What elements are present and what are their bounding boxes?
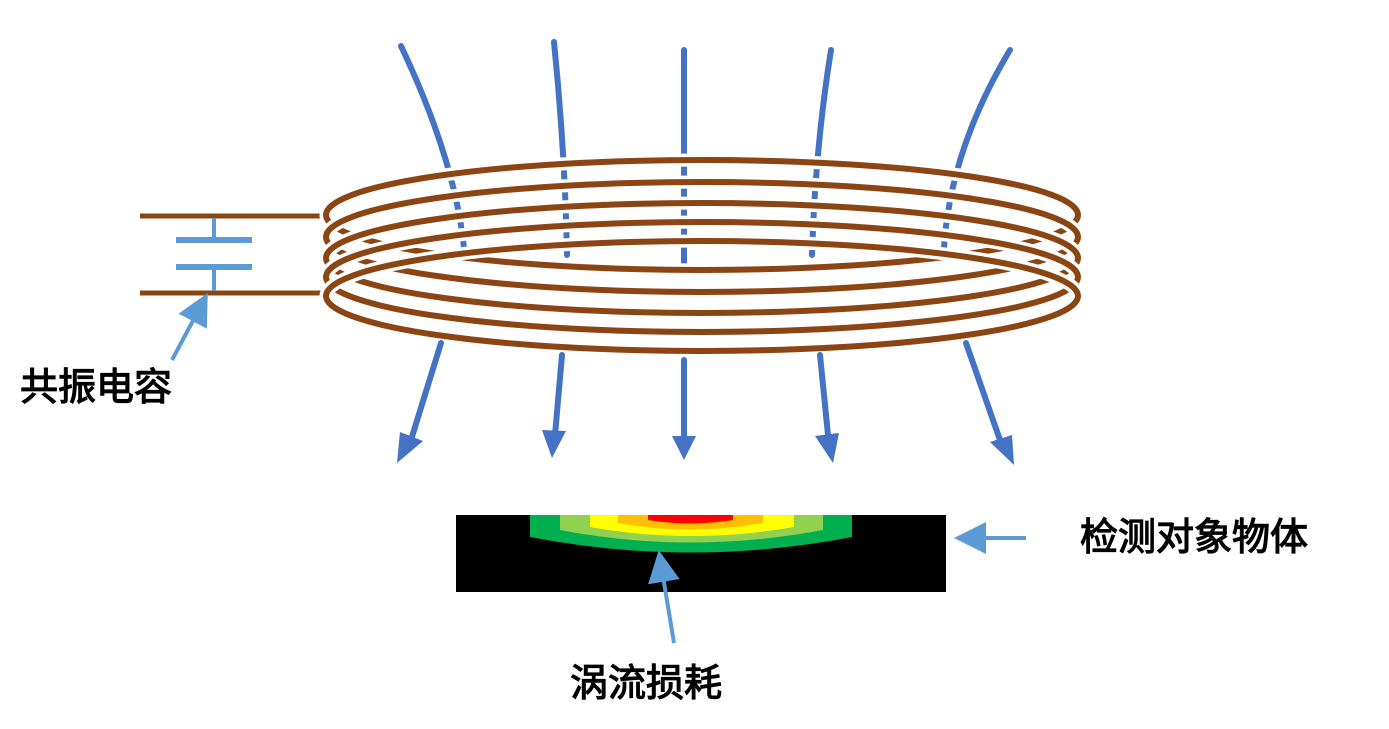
coil-winding-4 bbox=[323, 219, 1081, 335]
eddy-pointer-arrow bbox=[648, 550, 680, 644]
field-line-4-lower bbox=[817, 352, 831, 438]
field-arrowheads bbox=[397, 430, 1014, 465]
capacitor-icon bbox=[140, 213, 330, 296]
coil-winding-2 bbox=[323, 179, 1081, 295]
field-arrowhead-3 bbox=[672, 436, 696, 460]
pointer-arrows bbox=[170, 292, 1026, 644]
field-line-1-upper bbox=[398, 43, 467, 251]
coil-icon bbox=[319, 153, 1085, 358]
coil-winding-5 bbox=[323, 238, 1081, 354]
field-line-5-upper bbox=[941, 47, 1013, 251]
field-arrowhead-4 bbox=[815, 433, 839, 463]
field-line-5-lower bbox=[963, 340, 1003, 443]
field-arrowhead-5 bbox=[990, 435, 1014, 465]
field-line-1-lower bbox=[408, 340, 444, 443]
eddy-current-loss-label: 涡流损耗 bbox=[570, 661, 723, 705]
coil-winding-3 bbox=[323, 200, 1081, 316]
eddy-band-red bbox=[648, 515, 733, 524]
field-lines-lower bbox=[408, 340, 1003, 443]
detection-target-label: 检测对象物体 bbox=[1080, 515, 1309, 559]
resonant-capacitor-label: 共振电容 bbox=[20, 365, 173, 409]
field-arrowhead-2 bbox=[542, 430, 566, 458]
field-line-2-lower bbox=[552, 352, 565, 438]
capacitor-pointer-arrow bbox=[170, 292, 208, 361]
coil-winding-1 bbox=[323, 157, 1081, 273]
target-object bbox=[456, 515, 946, 592]
field-arrowhead-1 bbox=[397, 432, 423, 463]
